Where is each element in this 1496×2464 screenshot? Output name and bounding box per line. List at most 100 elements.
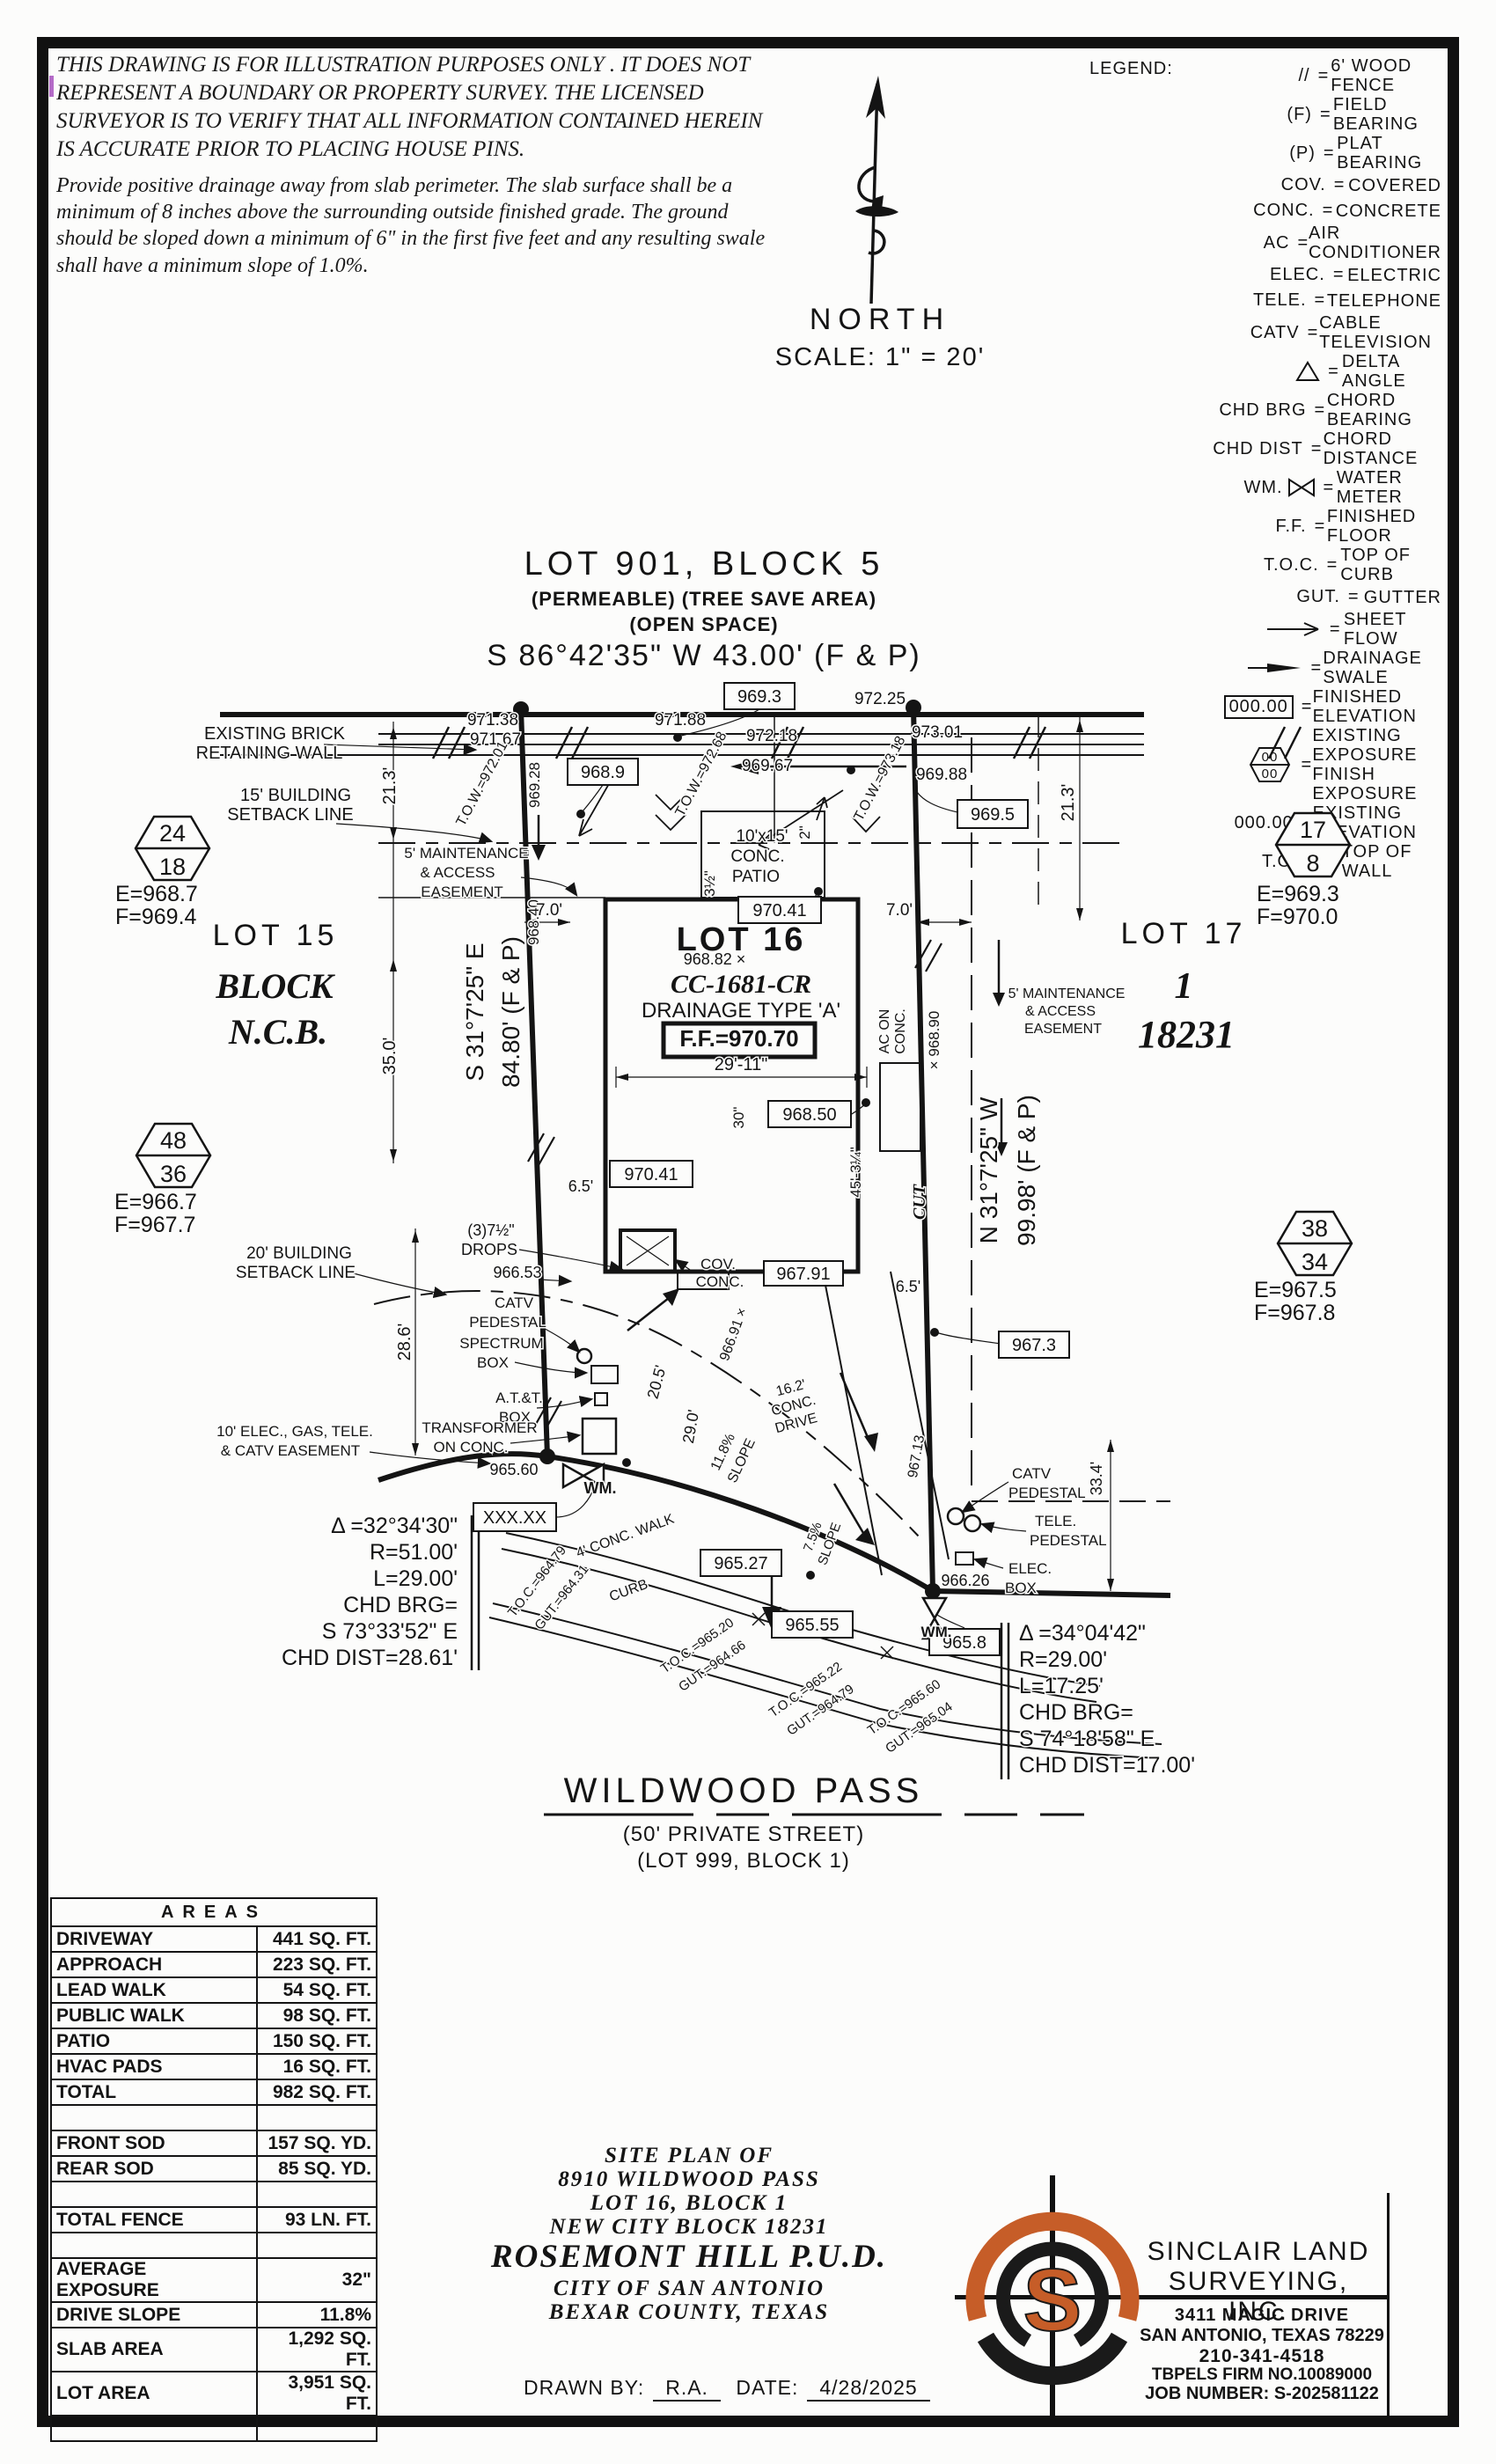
elevation-value: 969.3 bbox=[737, 687, 781, 707]
company-box-divider bbox=[1387, 2193, 1390, 2422]
drawn-by-row: DRAWN BY:R.A. DATE:4/28/2025 bbox=[524, 2376, 939, 2402]
finished-elevation-box: 970.41 bbox=[609, 1160, 693, 1188]
plan-label: PEDESTAL bbox=[1008, 1485, 1086, 1501]
legend-item: TELE.=TELEPHONE bbox=[1252, 290, 1441, 311]
finished-elevation-box: 969.5 bbox=[957, 799, 1029, 829]
legend-item-label: COVERED bbox=[1348, 175, 1441, 195]
plan-label: SETBACK LINE bbox=[227, 805, 353, 825]
plan-label: 21.3' bbox=[1059, 784, 1078, 822]
plan-label: & ACCESS bbox=[420, 864, 495, 881]
plan-label: T.O.W.=973.18 bbox=[852, 734, 909, 824]
plan-label: Δ =32°34'30" bbox=[331, 1514, 458, 1538]
plan-label: E=966.7 bbox=[114, 1190, 197, 1214]
scale-label: SCALE: 1" = 20' bbox=[774, 343, 986, 371]
plan-label: 2" bbox=[796, 825, 813, 840]
disclaimer-paragraph-1: THIS DRAWING IS FOR ILLUSTRATION PURPOSE… bbox=[56, 53, 763, 161]
hexagon-bottom-value: 18 bbox=[159, 854, 186, 880]
text-cursor-artifact bbox=[49, 76, 54, 97]
plan-label: S 31°7'25" E bbox=[461, 942, 488, 1081]
plan-label: T.O.W.=972.68 bbox=[673, 730, 730, 819]
legend-item-label: PLAT BEARING bbox=[1337, 134, 1423, 172]
plan-label: TRANSFORMER bbox=[422, 1419, 537, 1436]
plan-label: CHD DIST=28.61' bbox=[282, 1646, 458, 1670]
areas-table-row bbox=[50, 2181, 378, 2208]
legend-item: 000.00=FINISHED ELEVATION bbox=[1170, 687, 1441, 726]
legend-title: LEGEND: bbox=[1089, 59, 1173, 78]
plan-label: PATIO bbox=[732, 868, 780, 886]
crosshair-horizontal-line bbox=[955, 2295, 1389, 2299]
elevation-value: 969.5 bbox=[971, 805, 1015, 825]
legend-item-label: GUTTER bbox=[1363, 587, 1441, 607]
plan-label: PEDESTAL bbox=[1030, 1532, 1107, 1549]
plan-label: 972.18 bbox=[746, 727, 797, 745]
legend-item-label: FIELD BEARING bbox=[1332, 95, 1419, 134]
elevation-value: 970.41 bbox=[624, 1165, 678, 1184]
legend-item: (P)=PLAT BEARING bbox=[1170, 134, 1441, 172]
legend-item: =DRAINAGE SWALE bbox=[1170, 649, 1441, 687]
plot-heading-permeable: (PERMEABLE) (TREE SAVE AREA) bbox=[531, 588, 877, 610]
elevation-value: 965.27 bbox=[714, 1554, 767, 1573]
plan-label: 99.98' (F & P) bbox=[1013, 1095, 1040, 1246]
date-label: DATE: bbox=[736, 2376, 799, 2399]
plan-label: E=969.3 bbox=[1257, 882, 1339, 906]
finished-elevation-box: XXX.XX bbox=[473, 1502, 557, 1532]
plan-label: 966.26 bbox=[941, 1572, 989, 1589]
plan-label: 971.67 bbox=[470, 730, 521, 749]
title-block-line: SITE PLAN OF bbox=[604, 2144, 774, 2167]
company-name-line1: SINCLAIR LAND bbox=[1147, 2237, 1370, 2266]
finished-floor-elevation-box: F.F.=970.70 bbox=[661, 1021, 818, 1060]
legend-item-label: FINISHED FLOOR bbox=[1326, 507, 1417, 546]
plan-label: 20.5' bbox=[644, 1363, 670, 1400]
title-block-line: NEW CITY BLOCK 18231 bbox=[549, 2215, 829, 2239]
legend-item: WM.=WATER METER bbox=[1170, 468, 1441, 507]
elevation-value: 968.50 bbox=[782, 1105, 836, 1125]
plan-label: BLOCK bbox=[215, 966, 335, 1006]
legend-item-label: WATER METER bbox=[1336, 468, 1403, 507]
hexagon-bottom-value: 36 bbox=[160, 1161, 187, 1187]
areas-table-row bbox=[50, 2415, 378, 2442]
plan-label: T.O.W.=972.01 bbox=[454, 739, 511, 829]
company-phone: 210-341-4518 bbox=[1199, 2346, 1325, 2366]
areas-table-row bbox=[50, 2104, 378, 2131]
swale-icon bbox=[1248, 664, 1302, 672]
plan-label: CURB bbox=[607, 1577, 649, 1604]
legend-item-label: CHORD BEARING bbox=[1326, 391, 1412, 429]
flow-icon bbox=[1266, 622, 1319, 636]
plan-label: 3½" bbox=[701, 870, 718, 897]
plan-label: LOT 15 bbox=[213, 919, 339, 952]
plan-label: 973.01 bbox=[912, 723, 963, 742]
hexagon-bottom-value: 34 bbox=[1302, 1249, 1328, 1275]
plan-label: 966.53 bbox=[493, 1264, 541, 1281]
svg-text:00: 00 bbox=[1262, 766, 1279, 781]
hexagon-bottom-value: 8 bbox=[1306, 850, 1319, 876]
plan-label: ELEC. bbox=[1008, 1560, 1052, 1577]
finished-elevation-box: 968.9 bbox=[567, 758, 639, 786]
plan-label: L=17.25' bbox=[1019, 1674, 1104, 1698]
date-value: 4/28/2025 bbox=[807, 2376, 930, 2402]
disclaimer-note: THIS DRAWING IS FOR ILLUSTRATION PURPOSE… bbox=[56, 51, 767, 279]
plan-label: L=29.00' bbox=[373, 1566, 458, 1591]
plan-label: WILDWOOD PASS bbox=[564, 1771, 924, 1810]
title-block-line: CITY OF SAN ANTONIO bbox=[553, 2276, 825, 2300]
plan-label: 969.67 bbox=[742, 757, 793, 775]
plan-label: 20' BUILDING bbox=[246, 1244, 352, 1263]
plan-label: 966.91 × bbox=[717, 1306, 750, 1363]
plot-heading-lot: LOT 901, BLOCK 5 bbox=[524, 546, 884, 583]
legend-item: =DELTA ANGLE bbox=[1170, 352, 1441, 391]
legend-item-label: AIR CONDITIONER bbox=[1309, 224, 1441, 262]
finished-elevation-box: 968.50 bbox=[767, 1100, 852, 1128]
plan-label: 45'-3¼" bbox=[847, 1147, 864, 1197]
legend-item-label: CONCRETE bbox=[1335, 201, 1441, 221]
plan-label: (3)7½" bbox=[467, 1221, 514, 1239]
plan-label: 5' MAINTENANCE bbox=[404, 845, 528, 862]
legend-item-label: TELEPHONE bbox=[1326, 290, 1441, 311]
